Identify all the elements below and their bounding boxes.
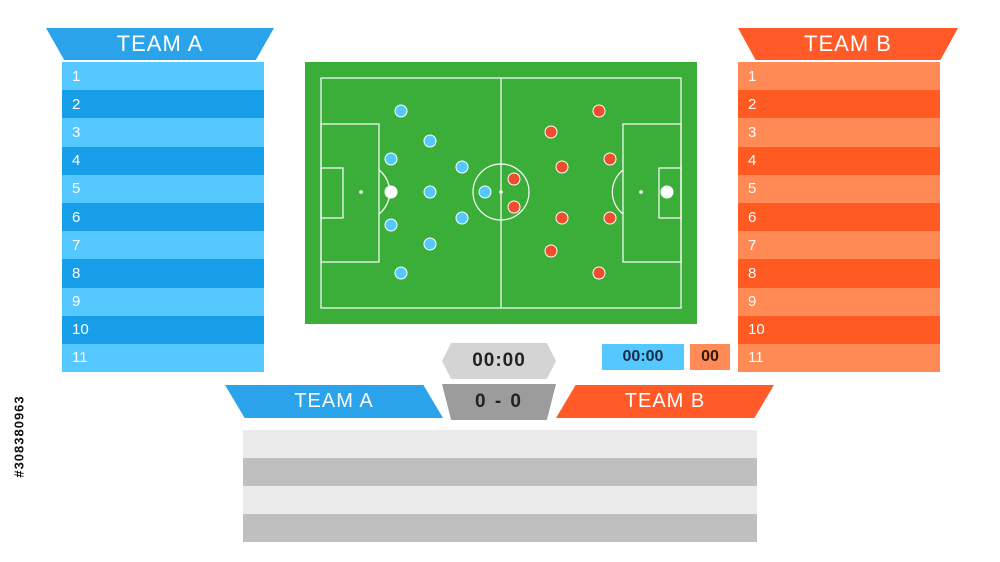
team-a-roster: 1 2 3 4 5 6 7 8 9 10 11 <box>62 62 264 373</box>
roster-row[interactable]: 3 <box>62 118 264 147</box>
roster-row[interactable]: 4 <box>62 146 264 175</box>
stock-id-label: #308380963 <box>6 320 32 552</box>
player-a-dot[interactable] <box>478 185 492 199</box>
mini-time-display: 00:00 <box>602 344 684 370</box>
player-b-dot[interactable] <box>544 125 558 139</box>
player-a-dot[interactable] <box>394 266 408 280</box>
goalkeeper-b-dot[interactable] <box>660 185 674 199</box>
table-row <box>243 458 757 486</box>
player-a-dot[interactable] <box>384 152 398 166</box>
roster-row[interactable]: 8 <box>738 259 940 288</box>
roster-row[interactable]: 11 <box>738 343 940 373</box>
roster-row[interactable]: 1 <box>738 62 940 91</box>
roster-row[interactable]: 5 <box>738 174 940 203</box>
roster-row[interactable]: 7 <box>62 231 264 260</box>
roster-row[interactable]: 2 <box>738 90 940 119</box>
match-score: 0 - 0 <box>442 384 556 420</box>
goalkeeper-a-dot[interactable] <box>384 185 398 199</box>
player-a-dot[interactable] <box>455 160 469 174</box>
player-a-dot[interactable] <box>423 134 437 148</box>
mini-score-display: 00 <box>690 344 730 370</box>
player-b-dot[interactable] <box>555 211 569 225</box>
match-time: 00:00 <box>442 343 556 379</box>
team-b-header: TEAM B <box>738 28 958 60</box>
roster-row[interactable]: 10 <box>62 315 264 344</box>
roster-row[interactable]: 6 <box>62 202 264 232</box>
player-a-dot[interactable] <box>394 104 408 118</box>
player-a-dot[interactable] <box>423 237 437 251</box>
player-b-dot[interactable] <box>507 172 521 186</box>
roster-row[interactable]: 10 <box>738 315 940 344</box>
table-row <box>243 430 757 458</box>
player-a-dot[interactable] <box>423 185 437 199</box>
scoreboard-team-a: TEAM A <box>225 385 443 418</box>
center-circle <box>472 163 530 221</box>
player-a-dot[interactable] <box>455 211 469 225</box>
roster-row[interactable]: 9 <box>738 287 940 316</box>
right-penalty-arc <box>611 169 624 215</box>
roster-row[interactable]: 11 <box>62 343 264 373</box>
football-field <box>305 62 697 324</box>
player-b-dot[interactable] <box>592 266 606 280</box>
roster-row[interactable]: 8 <box>62 259 264 288</box>
roster-row[interactable]: 9 <box>62 287 264 316</box>
table-row <box>243 486 757 514</box>
roster-row[interactable]: 4 <box>738 146 940 175</box>
right-penalty-spot <box>639 190 643 194</box>
roster-row[interactable]: 3 <box>738 118 940 147</box>
stock-id-text: #308380963 <box>11 394 27 478</box>
center-spot <box>499 190 503 194</box>
left-penalty-spot <box>359 190 363 194</box>
roster-row[interactable]: 1 <box>62 62 264 91</box>
table-row <box>243 514 757 542</box>
team-a-header: TEAM A <box>46 28 274 60</box>
player-b-dot[interactable] <box>592 104 606 118</box>
left-goal-box <box>320 167 344 219</box>
roster-row[interactable]: 6 <box>738 202 940 232</box>
player-b-dot[interactable] <box>544 244 558 258</box>
roster-row[interactable]: 7 <box>738 231 940 260</box>
roster-row[interactable]: 5 <box>62 174 264 203</box>
team-b-roster: 1 2 3 4 5 6 7 8 9 10 11 <box>738 62 940 373</box>
info-table <box>243 430 757 542</box>
player-b-dot[interactable] <box>603 211 617 225</box>
player-b-dot[interactable] <box>555 160 569 174</box>
scoreboard-team-b: TEAM B <box>556 385 774 418</box>
player-b-dot[interactable] <box>507 200 521 214</box>
roster-row[interactable]: 2 <box>62 90 264 119</box>
player-b-dot[interactable] <box>603 152 617 166</box>
right-goal-box <box>658 167 682 219</box>
player-a-dot[interactable] <box>384 218 398 232</box>
